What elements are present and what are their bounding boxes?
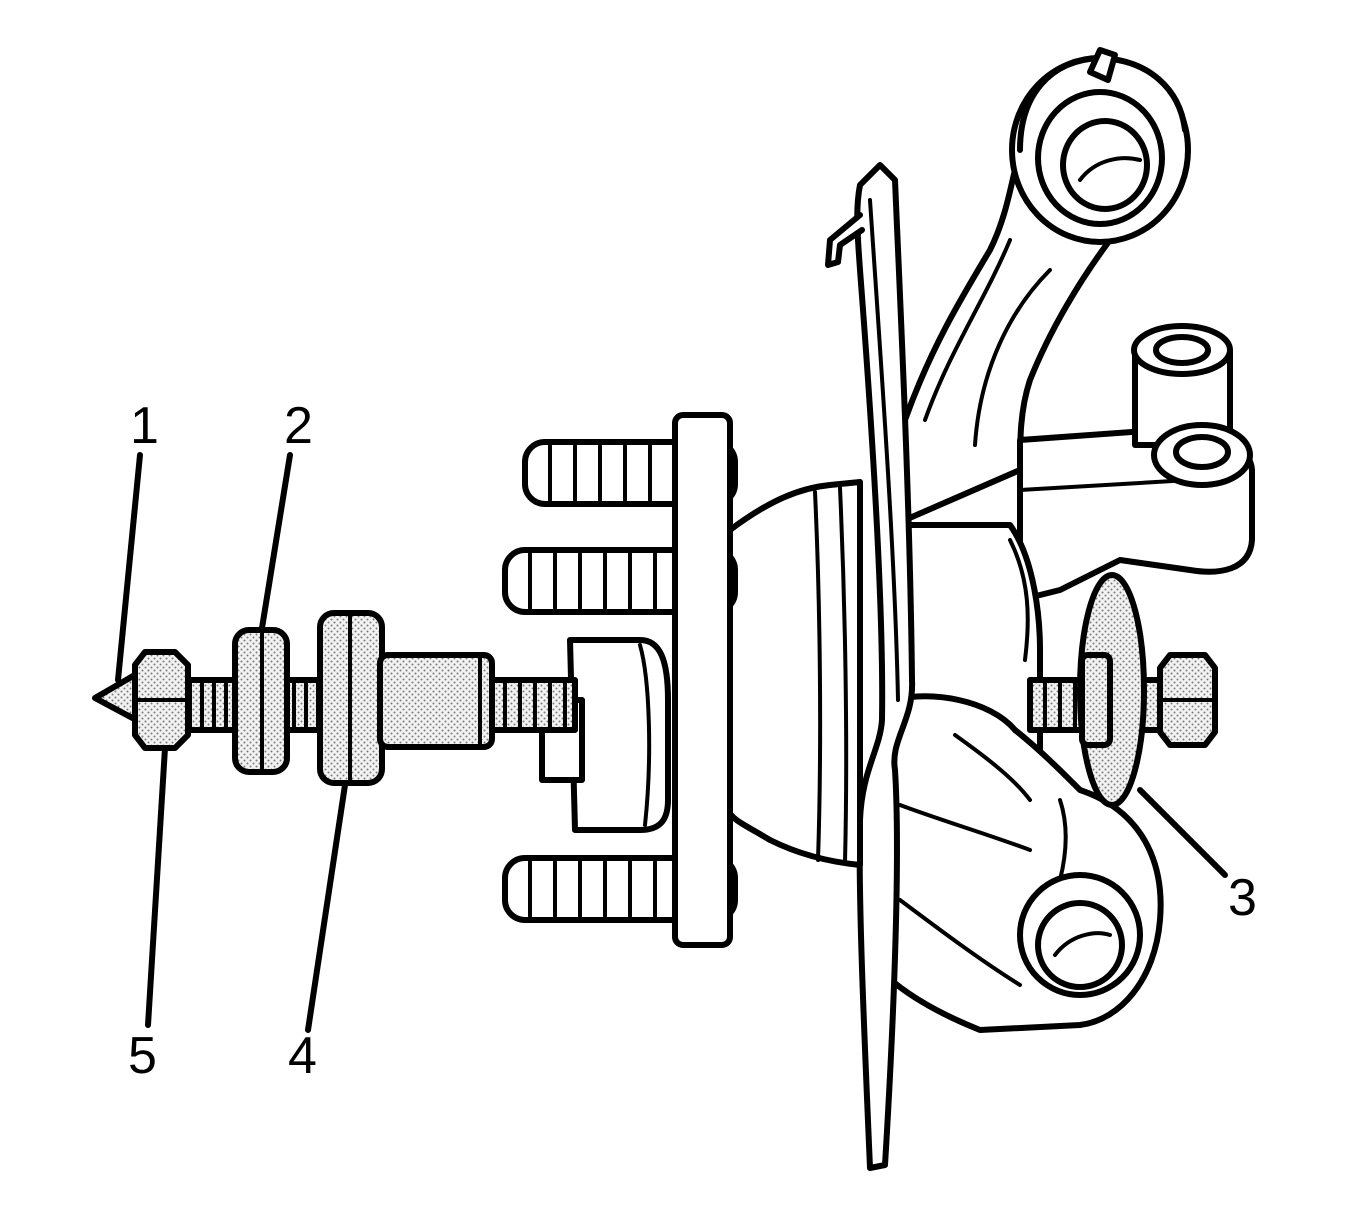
steering-knuckle: [877, 47, 1255, 1033]
leader-1: [115, 452, 143, 683]
leader-5: [145, 745, 168, 1028]
hub-flange: [672, 412, 733, 948]
leader-3: [1137, 787, 1228, 878]
leader-4: [305, 782, 348, 1033]
tool-assembly: [92, 572, 1218, 808]
callout-3: 3: [1228, 869, 1257, 927]
callout-2: 2: [284, 397, 313, 455]
callout-5: 5: [128, 1027, 157, 1085]
threaded-rod-center: [487, 677, 578, 733]
callout-leaders: [115, 452, 1228, 1033]
splash-shield: [825, 162, 916, 1171]
hub-bearing: [539, 479, 863, 868]
callout-1: 1: [130, 397, 159, 455]
leader-2: [259, 452, 293, 631]
callout-labels: 1 2 3 4 5: [128, 397, 1257, 1085]
callout-4: 4: [288, 1027, 317, 1085]
sleeve: [377, 652, 495, 750]
